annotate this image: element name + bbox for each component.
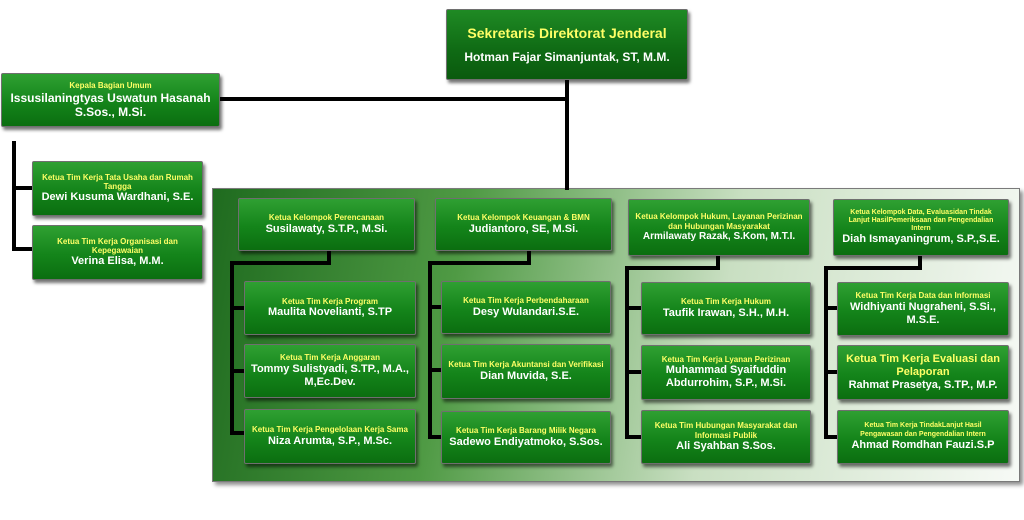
tim-program-box: Ketua Tim Kerja Program Maulita Novelian… <box>244 281 416 335</box>
kepala-bagian-umum-box: Kepala Bagian Umum Issusilaningtyas Uswa… <box>1 73 220 127</box>
tim-organisasi-box: Ketua Tim Kerja Organisasi dan Kepegawai… <box>32 225 203 280</box>
tim-program-name: Maulita Novelianti, S.TP <box>267 306 393 319</box>
sekretaris-box: Sekretaris Direktorat Jenderal Hotman Fa… <box>446 9 688 80</box>
tim-tindak-lanjut-name: Ahmad Romdhan Fauzi.S.P <box>851 438 995 451</box>
tim-anggaran-box: Ketua Tim Kerja Anggaran Tommy Sulistyad… <box>244 344 416 398</box>
tim-anggaran-name: Tommy Sulistyadi, S.TP., M.A., M,Ec.Dev. <box>251 362 409 388</box>
kelompok-hukum-box: Ketua Kelompok Hukum, Layanan Perizinan … <box>628 199 810 256</box>
kelompok-perencanaan-box: Ketua Kelompok Perencanaan Susilawaty, S… <box>238 198 415 251</box>
kepala-bagian-umum-role: Kepala Bagian Umum <box>69 81 152 91</box>
tim-evaluasi-role: Ketua Tim Kerja Evaluasi dan Pelaporan <box>846 353 1000 379</box>
tim-perizinan-box: Ketua Tim Kerja Lyanan Perizinan Muhamma… <box>641 345 811 400</box>
tim-tindak-lanjut-box: Ketua Tim Kerja TindakLanjut Hasil Penga… <box>837 410 1009 464</box>
kelompok-hukum-role: Ketua Kelompok Hukum, Layanan Perizinan … <box>635 212 803 231</box>
tim-hukum-name: Taufik Irawan, S.H., M.H. <box>662 306 790 319</box>
kelompok-hukum-name: Armilawaty Razak, S.Kom, M.T.I. <box>642 231 796 243</box>
kelompok-perencanaan-name: Susilawaty, S.T.P., M.Si. <box>265 222 388 235</box>
tim-perbendaharaan-box: Ketua Tim Kerja Perbendaharaan Desy Wula… <box>441 281 611 334</box>
tim-program-role: Ketua Tim Kerja Program <box>282 296 378 306</box>
tim-perbendaharaan-name: Desy Wulandari.S.E. <box>472 305 580 318</box>
kelompok-perencanaan-role: Ketua Kelompok Perencanaan <box>268 213 385 223</box>
tim-organisasi-role: Ketua Tim Kerja Organisasi dan Kepegawai… <box>57 236 178 256</box>
tim-tata-usaha-role: Ketua Tim Kerja Tata Usaha dan Rumah Tan… <box>42 172 193 192</box>
tim-organisasi-name: Verina Elisa, M.M. <box>71 255 164 268</box>
tim-bmn-box: Ketua Tim Kerja Barang Milik Negara Sade… <box>441 411 611 464</box>
tim-kerja-sama-role: Ketua Tim Kerja Pengelolaan Kerja Sama <box>252 425 408 435</box>
kelompok-data-role: Ketua Kelompok Data, Evaluasidan Tindak … <box>848 208 994 233</box>
tim-evaluasi-box: Ketua Tim Kerja Evaluasi dan Pelaporan R… <box>837 345 1009 400</box>
tim-hukum-role: Ketua Tim Kerja Hukum <box>680 297 772 307</box>
tim-data-informasi-box: Ketua Tim Kerja Data dan Informasi Widhi… <box>837 282 1009 336</box>
kelompok-keuangan-box: Ketua Kelompok Keuangan & BMN Judiantoro… <box>435 198 612 251</box>
tim-perbendaharaan-role: Ketua Tim Kerja Perbendaharaan <box>463 296 589 306</box>
tim-akuntansi-role: Ketua Tim Kerja Akuntansi dan Verifikasi <box>448 360 604 370</box>
kepala-bagian-umum-name: Issusilaningtyas Uswatun Hasanah S.Sos.,… <box>10 90 211 119</box>
tim-hukum-box: Ketua Tim Kerja Hukum Taufik Irawan, S.H… <box>641 282 811 335</box>
kelompok-data-box: Ketua Kelompok Data, Evaluasidan Tindak … <box>833 199 1009 256</box>
tim-data-informasi-name: Widhiyanti Nugraheni, S.Si., M.S.E. <box>850 300 996 326</box>
kelompok-data-name: Diah Ismayaningrum, S.P.,S.E. <box>842 233 1000 246</box>
tim-tindak-lanjut-role: Ketua Tim Kerja TindakLanjut Hasil Penga… <box>860 422 986 438</box>
tim-humas-name: Ali Syahban S.Sos. <box>676 439 776 452</box>
tim-akuntansi-box: Ketua Tim Kerja Akuntansi dan Verifikasi… <box>441 344 611 399</box>
tim-data-informasi-role: Ketua Tim Kerja Data dan Informasi <box>855 291 991 301</box>
tim-bmn-name: Sadewo Endiyatmoko, S.Sos. <box>449 435 603 448</box>
tim-tata-usaha-box: Ketua Tim Kerja Tata Usaha dan Rumah Tan… <box>32 161 203 216</box>
tim-tata-usaha-name: Dewi Kusuma Wardhani, S.E. <box>41 191 194 204</box>
sekretaris-name: Hotman Fajar Simanjuntak, ST, M.M. <box>464 49 670 64</box>
tim-perizinan-name: Muhammad Syaifuddin Abdurrohim, S.P., M.… <box>665 364 787 390</box>
tim-humas-box: Ketua Tim Hubungan Masyarakat dan Inform… <box>641 410 811 464</box>
tim-akuntansi-name: Dian Muvida, S.E. <box>480 369 572 382</box>
tim-kerja-sama-name: Niza Arumta, S.P., M.Sc. <box>267 434 393 447</box>
tim-kerja-sama-box: Ketua Tim Kerja Pengelolaan Kerja Sama N… <box>244 409 416 464</box>
kelompok-keuangan-role: Ketua Kelompok Keuangan & BMN <box>457 213 590 223</box>
tim-perizinan-role: Ketua Tim Kerja Lyanan Perizinan <box>661 354 791 364</box>
tim-anggaran-role: Ketua Tim Kerja Anggaran <box>279 353 381 363</box>
tim-bmn-role: Ketua Tim Kerja Barang Milik Negara <box>456 426 596 436</box>
sekretaris-role: Sekretaris Direktorat Jenderal <box>467 25 667 42</box>
tim-humas-role: Ketua Tim Hubungan Masyarakat dan Inform… <box>654 421 798 440</box>
kelompok-keuangan-name: Judiantoro, SE, M.Si. <box>468 222 579 235</box>
tim-evaluasi-name: Rahmat Prasetya, S.TP., M.P. <box>848 378 998 391</box>
